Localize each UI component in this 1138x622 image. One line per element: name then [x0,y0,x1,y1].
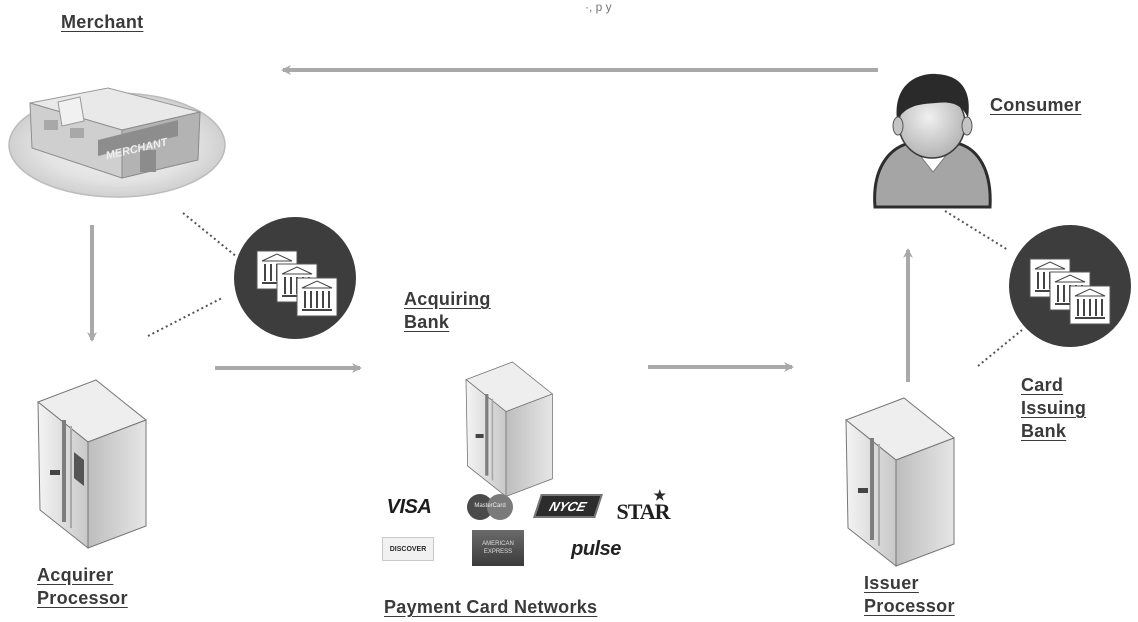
visa-logo: VISA [386,495,432,518]
dotted-link-acquiring-bank-processor [147,297,223,337]
mastercard-circle-right [487,494,513,520]
acquiring-bank-label: Acquiring Bank [404,289,491,332]
issuer-processor-label: Issuer Processor [864,573,955,616]
acquirer-server-icon [37,379,147,550]
payment-card-networks-label: Payment Card Networks [384,597,598,617]
card-issuing-bank-label: Card Issuing Bank [1021,375,1087,441]
bank-links [147,210,1023,367]
star-wordmark: STAR [616,499,670,524]
dotted-link-issuing-bank-processor [977,329,1023,367]
amex-logo: AMERICAN EXPRESS [472,530,524,566]
issuer-server-icon [845,397,955,568]
pulse-logo: pulse [571,537,621,560]
acquirer-processor-label: Acquirer Processor [37,565,128,608]
acquiring-bank-icon [234,217,356,339]
card-issuing-bank-icon [1009,225,1131,347]
nyce-logo: NYCE [533,494,603,518]
discover-logo: DISCOVER [382,537,434,561]
dotted-link-issuing-bank-consumer [944,210,1009,251]
mastercard-logo: MasterCard [461,494,519,520]
network-server-icon [465,361,554,498]
star-logo: STAR ★ [615,489,671,527]
merchant-label: Merchant [61,12,144,32]
header-fragment: ·, p y [585,0,612,14]
mastercard-wordmark: MasterCard [474,503,506,509]
star-icon: ★ [653,489,666,504]
bank-building-icon [296,277,338,317]
bank-building-icon [1069,285,1111,325]
merchant-store-icon: MERCHANT [8,87,226,198]
dotted-link-acquiring-bank-merchant [182,212,238,258]
flow-arrows [87,65,913,382]
consumer-label: Consumer [990,95,1082,115]
consumer-person-icon [873,73,992,209]
